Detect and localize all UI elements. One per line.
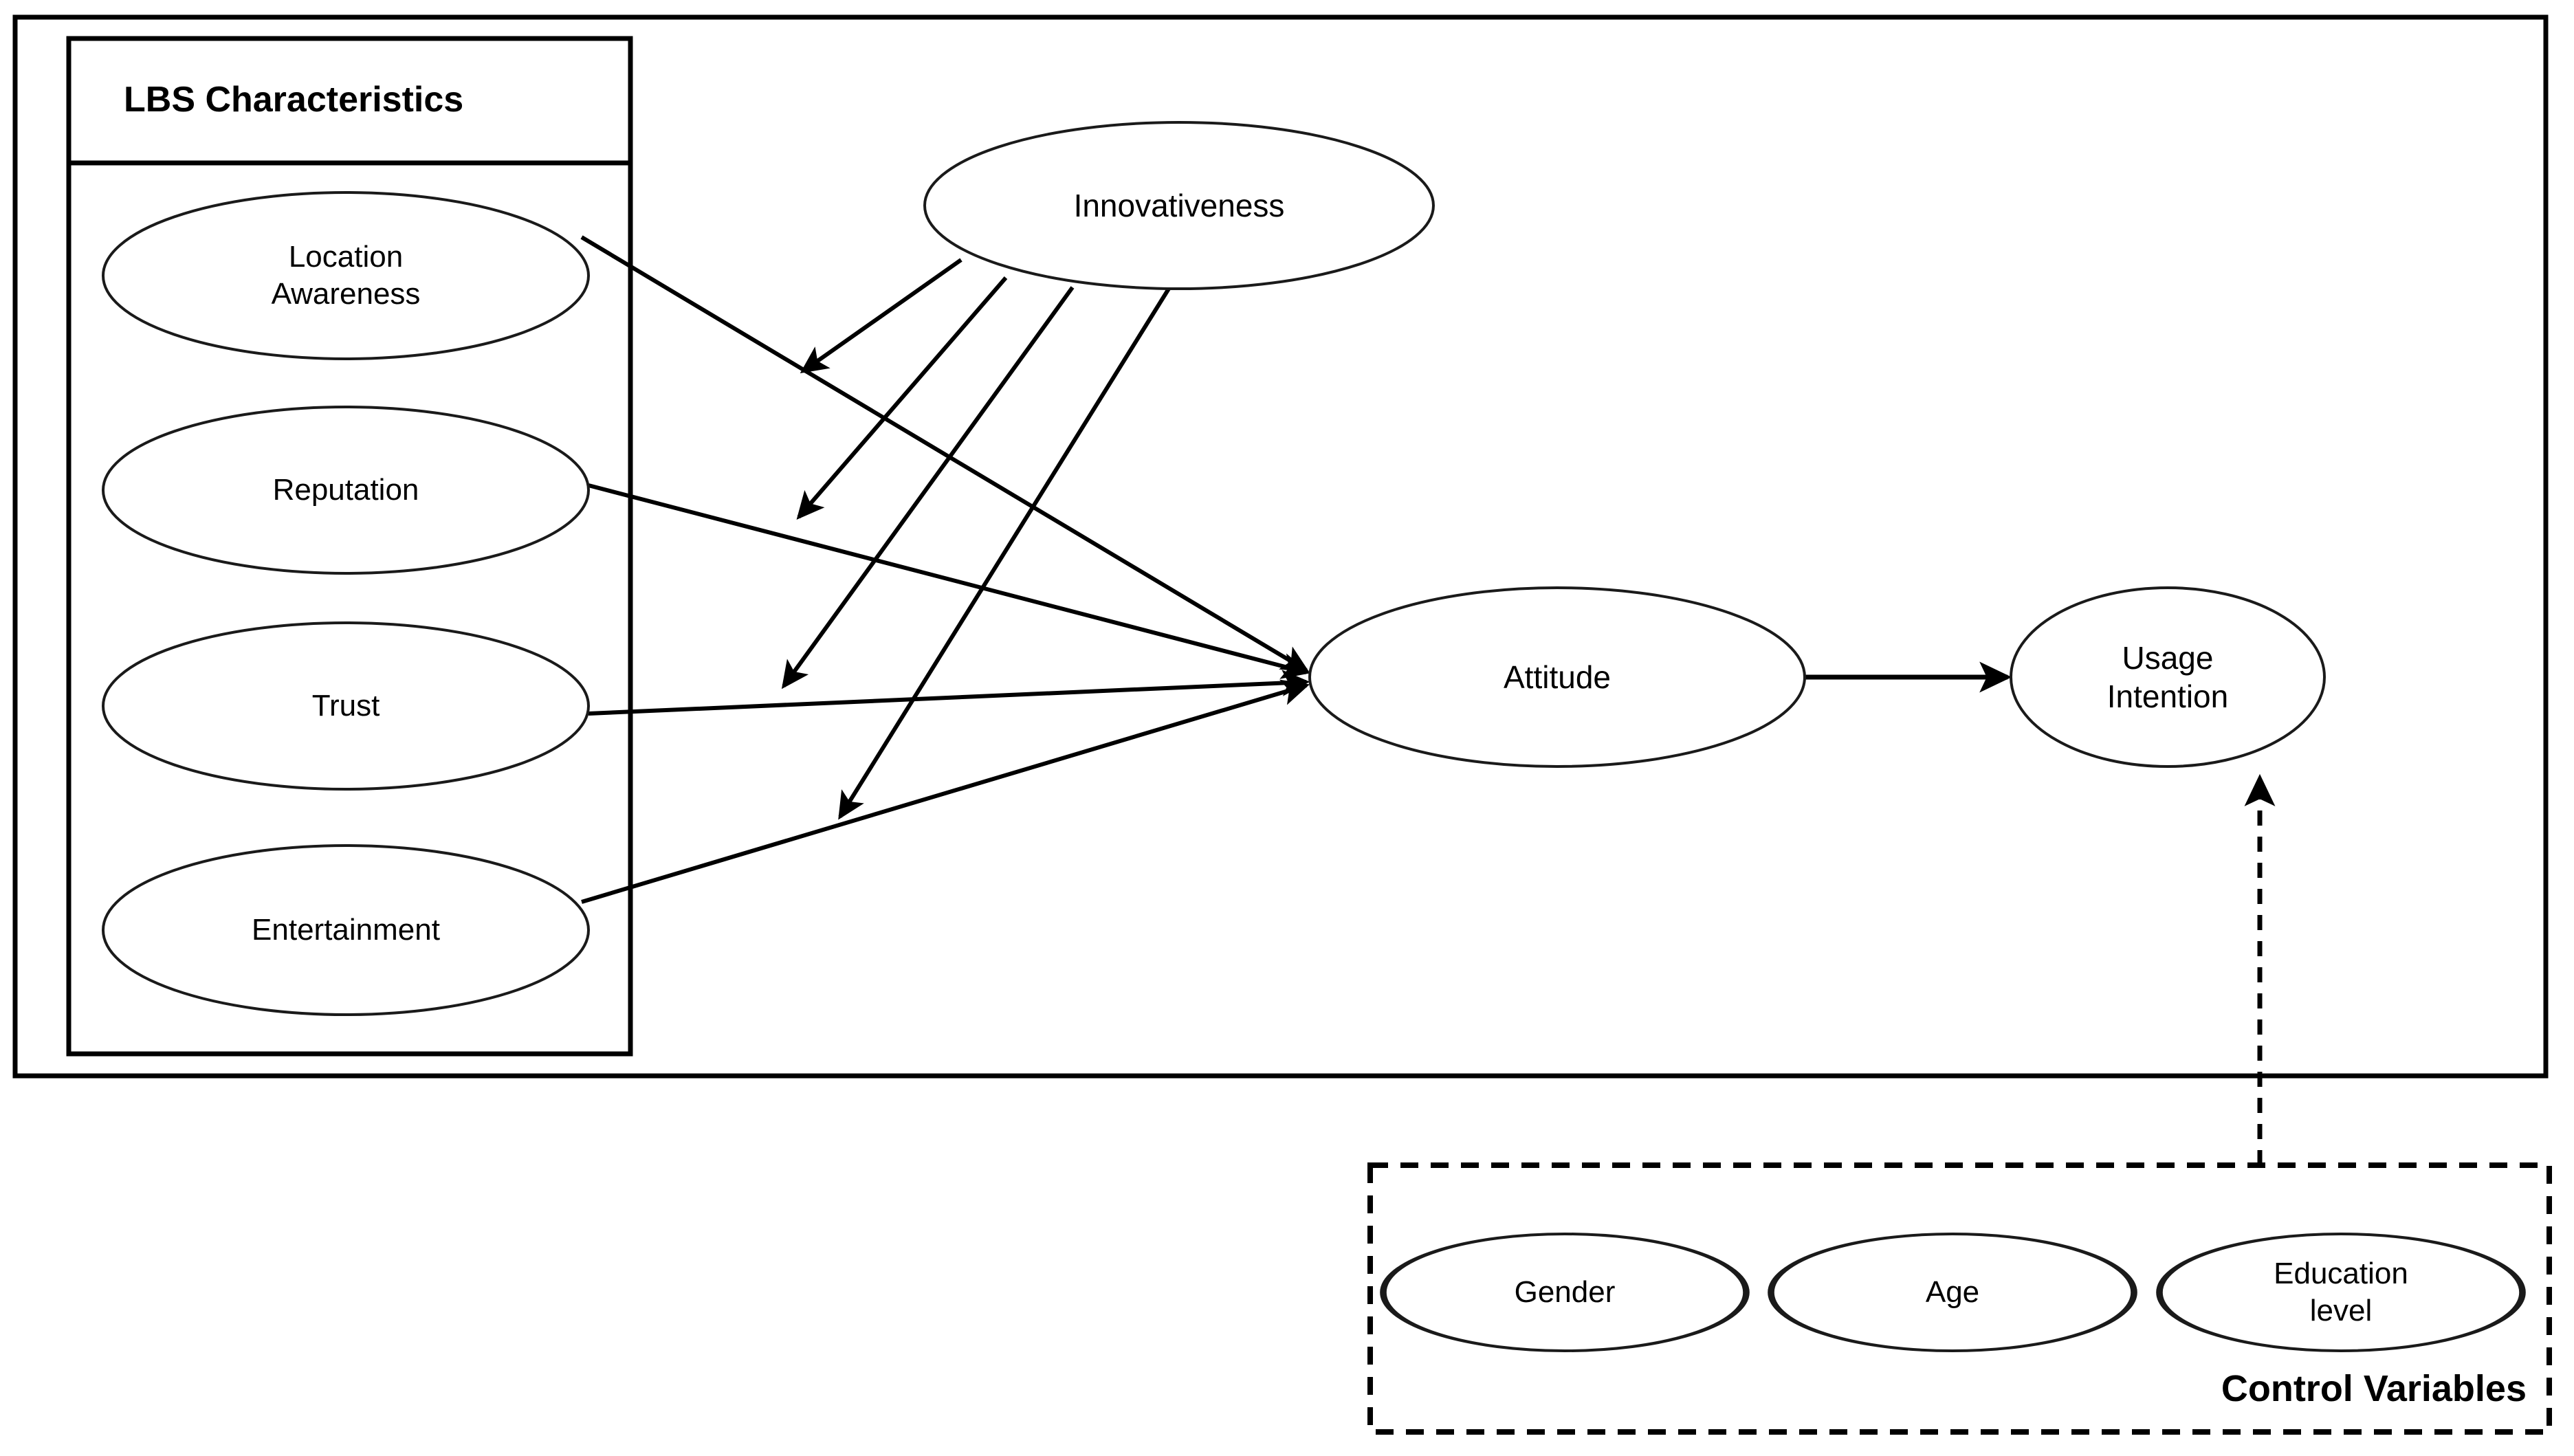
lbs-characteristics-title: LBS Characteristics (124, 80, 464, 120)
node-location-awareness[interactable] (102, 191, 590, 360)
edge-innovativeness-moderates-location-awareness-path (800, 258, 962, 374)
lbs-characteristics-box (66, 36, 633, 1057)
edge-location-awareness-to-attitude (580, 235, 1310, 672)
node-education-level[interactable] (2156, 1233, 2526, 1352)
control-variables-box (1367, 1162, 2552, 1435)
node-trust[interactable] (102, 621, 590, 791)
edge-innovativeness-moderates-entertainment-path (838, 287, 1171, 820)
outer-frame (12, 14, 2549, 1079)
node-age[interactable] (1768, 1233, 2137, 1352)
edge-reputation-to-attitude (588, 483, 1310, 679)
node-usage-intention[interactable] (2010, 586, 2326, 768)
node-reputation[interactable] (102, 406, 590, 575)
edge-trust-to-attitude (588, 670, 1310, 716)
edge-entertainment-to-attitude (581, 679, 1310, 904)
edge-innovativeness-moderates-reputation-path (796, 276, 1008, 520)
node-gender[interactable] (1380, 1233, 1750, 1352)
edge-innovativeness-moderates-trust-path (781, 286, 1075, 690)
node-attitude[interactable] (1308, 586, 1806, 768)
node-entertainment[interactable] (102, 844, 590, 1016)
node-innovativeness[interactable] (923, 121, 1435, 290)
control-variables-title: Control Variables (2221, 1368, 2527, 1409)
